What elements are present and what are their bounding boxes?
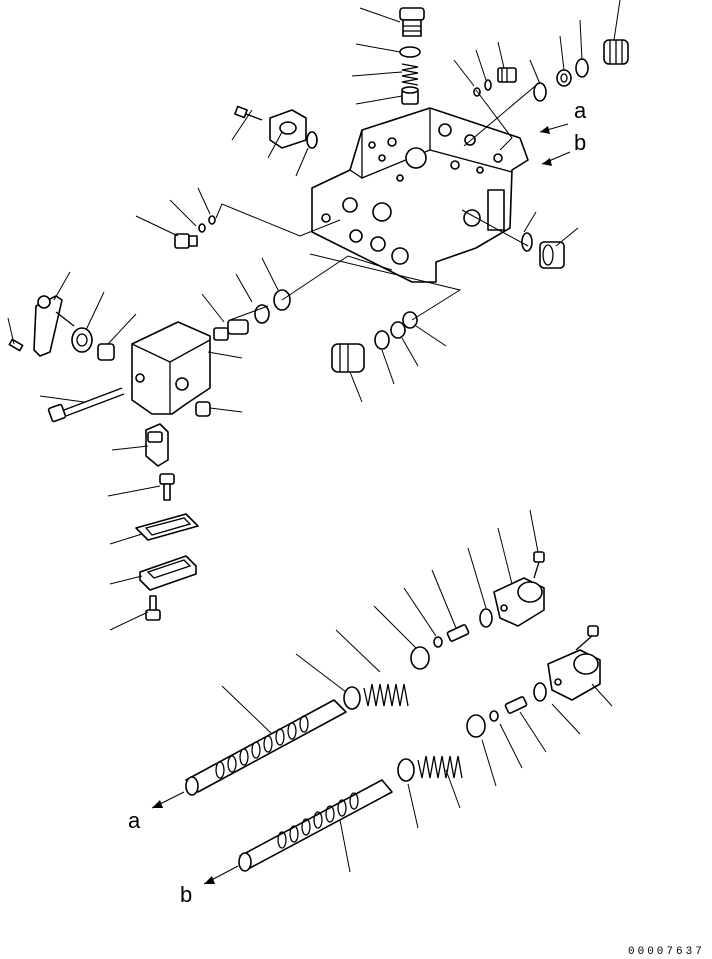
bolt-a xyxy=(446,624,470,642)
bolt-case-b xyxy=(575,625,599,651)
o-ring-right-upper xyxy=(473,79,492,97)
o-ring-right-far xyxy=(575,58,589,78)
plug-right-lower xyxy=(539,241,565,269)
spring-top xyxy=(401,63,419,86)
case-a xyxy=(493,577,545,627)
bolt-case-a xyxy=(533,551,545,579)
plug-right-upper xyxy=(497,67,517,83)
bolt-long xyxy=(47,387,125,423)
washer-right xyxy=(556,69,572,87)
retainer-a xyxy=(410,646,430,670)
seal xyxy=(71,327,93,353)
callout-label-a-upper: a xyxy=(574,98,587,123)
case-b xyxy=(547,649,601,701)
lever xyxy=(33,295,75,357)
valve-body xyxy=(311,107,529,283)
figure-number: 00007637 xyxy=(628,946,705,958)
o-ring-front-b xyxy=(390,311,418,339)
bracket xyxy=(145,423,169,467)
bolt-bracket xyxy=(159,473,175,501)
callout-arrow-a-upper: a xyxy=(539,98,587,134)
o-ring-cover xyxy=(306,131,318,149)
plug-front xyxy=(331,343,365,373)
spring-seat-a xyxy=(343,686,361,710)
adapter xyxy=(213,319,249,341)
spring-seat-b xyxy=(397,758,415,782)
spring-a xyxy=(363,683,409,707)
callout-label-b-lower: b xyxy=(180,882,192,907)
callout-arrow-b-upper: b xyxy=(541,130,586,166)
linkage-case xyxy=(131,321,211,415)
spool-b xyxy=(238,779,393,872)
leader-lines xyxy=(7,0,621,873)
plug-top xyxy=(399,7,425,37)
retainer-b xyxy=(466,714,486,738)
bolt-b xyxy=(504,696,528,714)
plug-small-left xyxy=(174,233,198,249)
assembly-lines xyxy=(215,81,541,321)
o-ring-case-a xyxy=(479,608,493,628)
washer-b xyxy=(489,710,499,722)
gasket xyxy=(135,513,199,541)
poppet-top xyxy=(401,86,419,105)
o-ring-small-left xyxy=(198,215,216,233)
callout-arrow-a-lower: a xyxy=(128,791,185,833)
callout-label-a-lower: a xyxy=(128,808,141,833)
cover-bottom xyxy=(139,555,197,591)
o-ring-case-b xyxy=(533,682,547,702)
o-ring-right-lower xyxy=(521,232,533,252)
callout-arrow-b-lower: b xyxy=(180,865,239,907)
pin xyxy=(8,338,24,352)
cover-plate xyxy=(269,109,307,149)
o-ring-front-a xyxy=(374,330,390,350)
bushing xyxy=(97,343,115,361)
o-ring-top xyxy=(399,46,421,58)
bolt-bottom xyxy=(145,595,161,621)
plug-right-large xyxy=(603,39,629,65)
spring-b xyxy=(417,755,463,779)
bolt-cover xyxy=(234,105,263,121)
spool-a xyxy=(185,699,347,796)
washer-a xyxy=(433,636,443,648)
o-ring-adapter xyxy=(254,289,291,324)
callout-label-b-upper: b xyxy=(574,130,586,155)
collar xyxy=(195,401,211,417)
